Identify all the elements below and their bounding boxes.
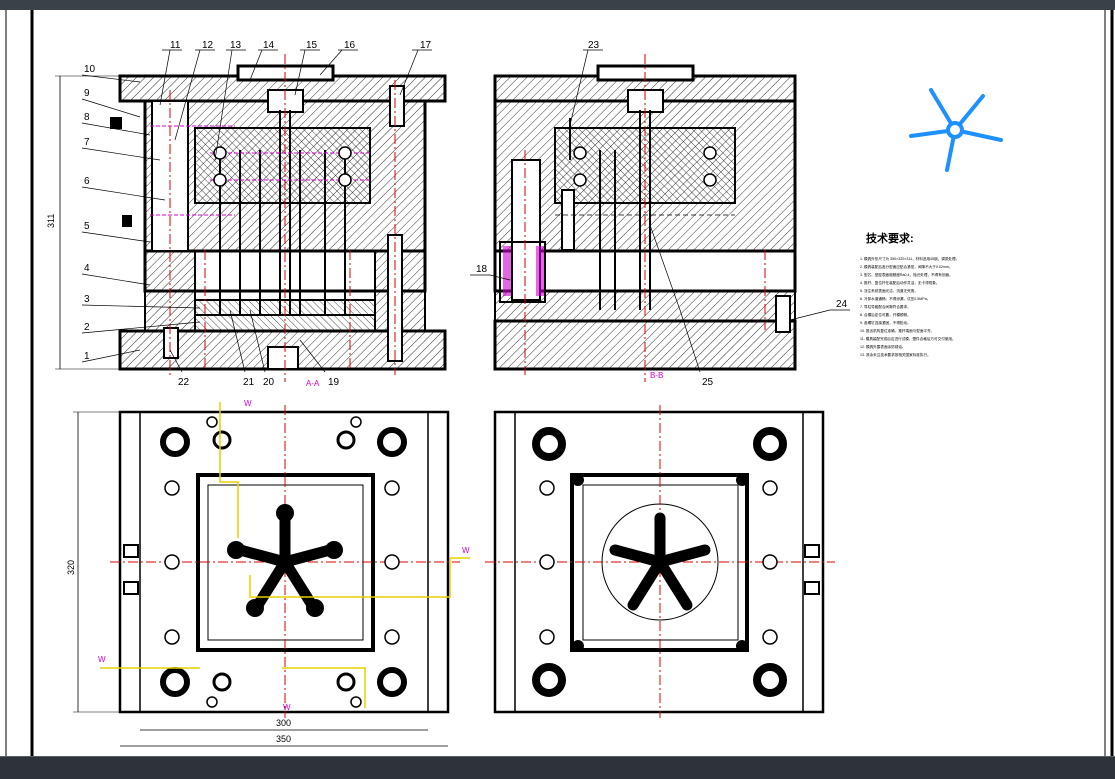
product-preview [909,88,1003,172]
left-section-view [110,54,447,382]
part-15-label: 15 [306,40,318,51]
dimension-350-label: 350 [276,734,291,744]
part-labels-bottom-left: 22 21 20 19 [169,309,340,388]
right-section-view [493,54,797,382]
part-1-label: 1 [84,351,90,362]
dimension-height: 311 [46,75,120,370]
plan-view-moving-half [485,405,835,718]
part-3-label: 3 [84,294,90,305]
part-13-label: 13 [230,40,242,51]
part-19-label: 19 [328,377,340,388]
tech-req-line: 13. 其余未注技术要求按相关国家标准执行。 [860,352,931,357]
cooling-label-2: W [462,546,470,555]
tech-req-line: 8. 合模后定位可靠，开模顺畅。 [860,312,911,317]
part-6-label: 6 [84,176,90,187]
tech-req-line: 12. 模具外露表面涂防锈油。 [860,344,906,349]
tech-req-line: 4. 推杆、复位杆在装配后动作灵活，无卡滞现象。 [860,280,939,285]
part-4-label: 4 [84,263,90,274]
plan-dimensions: 320 300 350 [66,411,448,747]
part-11-label: 11 [170,40,181,51]
part-8-label: 8 [84,112,90,123]
section-label-b: B-B [650,371,663,380]
tech-req-line: 3. 型芯、型腔表面粗糙度Ra0.4，抛光处理，不得有划痕。 [860,272,953,277]
part-20-label: 20 [263,377,275,388]
cooling-label-1: W [98,655,106,664]
tech-req-line: 11. 模具装配完成后应进行试模，塑件合格后方可交付使用。 [860,336,956,341]
part-23-label: 23 [588,40,600,51]
part-16-label: 16 [344,40,356,51]
tech-req-title: 技术要求: [866,231,914,245]
tech-req-line: 7. 导柱导套配合间隙符合要求。 [860,304,911,309]
part-25-label: 25 [702,377,714,388]
tech-req-line: 2. 模具装配后各分型面应贴合紧密，间隙不大于0.02mm。 [860,264,952,269]
dimension-311-label: 311 [46,214,56,228]
part-7-label: 7 [84,137,90,148]
title-bar [0,0,1115,10]
part-24-label: 24 [836,299,848,310]
plan-view-fixed-half: W W W W [98,399,470,718]
section-label-a: A-A [306,379,320,388]
dimension-300-label: 300 [276,718,291,728]
cooling-label-4: W [283,703,291,712]
part-21-label: 21 [243,377,255,388]
tech-req-line: 1. 模具外形尺寸为 350×320×311，材料选用45钢，调质处理。 [860,256,959,261]
part-5-label: 5 [84,221,90,232]
part-labels-top: 11 12 13 14 15 16 17 [159,40,432,161]
technical-requirements: 技术要求: 1. 模具外形尺寸为 350×320×311，材料选用45钢，调质处… [860,231,959,357]
part-10-label: 10 [84,64,96,75]
cooling-label-3: W [244,399,252,408]
dimension-320-label: 320 [66,560,76,575]
part-labels-left: 10 9 8 7 6 5 4 3 2 1 [81,64,201,363]
tech-req-line: 9. 各螺钉连接紧固，不得松动。 [860,320,911,325]
part-18-label: 18 [476,264,488,275]
tech-req-line: 6. 冷却水道通畅，不得渗漏，试压0.5MPa。 [860,296,930,301]
drawing-sheet[interactable]: 311 10 9 8 7 [0,10,1115,756]
part-12-label: 12 [202,40,214,51]
tech-req-line: 10. 推出机构复位准确，推杆端面与型面平齐。 [860,328,934,333]
part-labels-right: 23 18 24 25 A-A B-B [306,40,850,388]
part-14-label: 14 [263,40,275,51]
status-bar [0,756,1115,779]
mold-assembly-drawing: 311 10 9 8 7 [5,10,1114,756]
part-22-label: 22 [178,377,190,388]
part-2-label: 2 [84,322,90,333]
tech-req-line: 5. 浇注系统表面光洁，流道无死角。 [860,288,918,293]
part-17-label: 17 [420,40,432,51]
part-9-label: 9 [84,88,90,99]
